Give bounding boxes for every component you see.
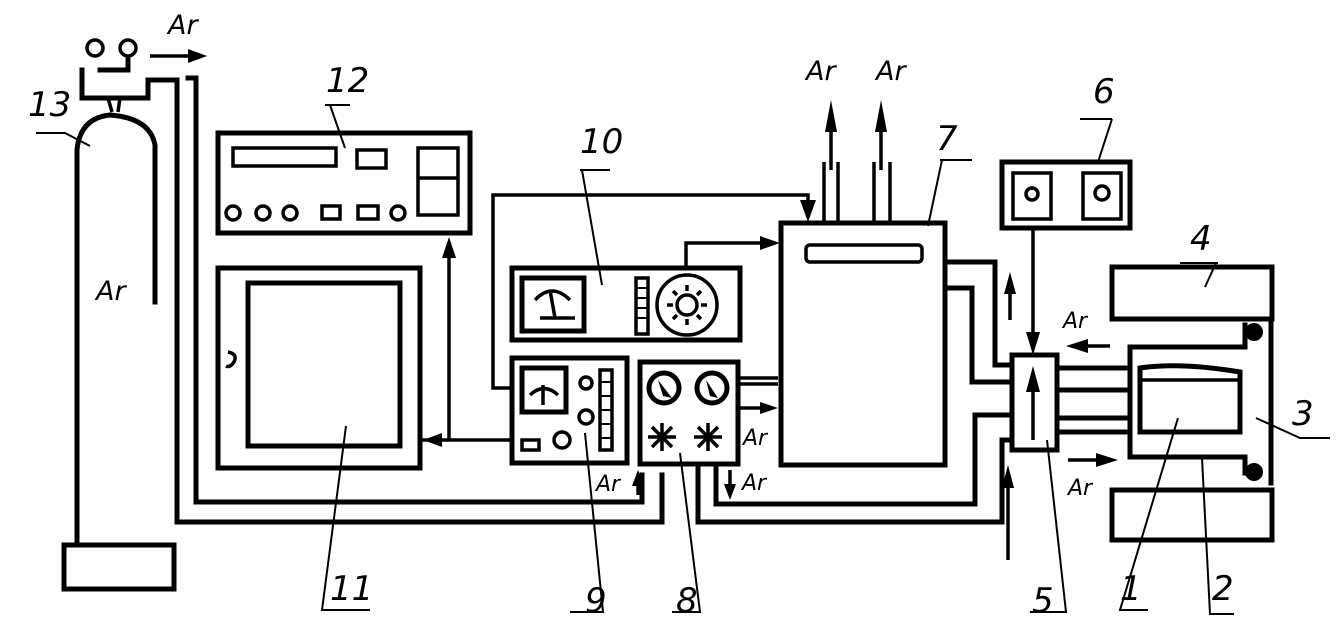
gas-label-panel8-right: Ar bbox=[741, 426, 769, 451]
gas-flow-panel bbox=[637, 359, 741, 467]
arrow-head bbox=[632, 470, 644, 486]
gas-line-8-5-outer bbox=[695, 437, 1015, 525]
label-3: 3 bbox=[1292, 394, 1314, 434]
label-6: 6 bbox=[1093, 72, 1115, 112]
heater-coil bbox=[1109, 264, 1275, 543]
leader-11 bbox=[320, 425, 370, 611]
arrow-head bbox=[875, 100, 887, 132]
gas-line-8-7a bbox=[738, 376, 778, 386]
control-unit bbox=[509, 265, 743, 343]
label-9: 9 bbox=[585, 581, 607, 621]
gas-line-inner bbox=[185, 75, 645, 505]
switch-unit bbox=[999, 159, 1133, 231]
leader-3 bbox=[1255, 417, 1330, 439]
display-monitor bbox=[215, 265, 423, 471]
line-7-5-a bbox=[942, 259, 1015, 368]
arrow-head bbox=[1026, 332, 1040, 355]
sample bbox=[1137, 363, 1243, 435]
leader-6 bbox=[1080, 118, 1113, 163]
arrow-head bbox=[760, 236, 780, 250]
leader-4 bbox=[1180, 262, 1218, 288]
arrow-head bbox=[1096, 453, 1118, 467]
line-7-5-b bbox=[942, 285, 1015, 385]
leader-9 bbox=[570, 432, 605, 613]
recorder bbox=[215, 130, 473, 236]
gas-label-cylinder-out: Ar bbox=[166, 10, 199, 41]
leader-8 bbox=[672, 452, 702, 613]
label-4: 4 bbox=[1190, 219, 1212, 259]
gas-label-panel9-up: Ar bbox=[594, 472, 622, 497]
valve-block bbox=[1009, 352, 1060, 453]
arrow-head bbox=[760, 402, 778, 414]
main-unit bbox=[778, 162, 948, 468]
leader-13 bbox=[36, 132, 91, 147]
label-12: 12 bbox=[326, 61, 369, 101]
arrow-head bbox=[1002, 465, 1014, 488]
arrow-head bbox=[724, 484, 736, 500]
label-5: 5 bbox=[1032, 581, 1054, 621]
signal-line-10-7 bbox=[684, 241, 768, 268]
leader-1 bbox=[1118, 417, 1179, 611]
gas-line-8-5-inner bbox=[713, 412, 1015, 507]
exhaust-arrows bbox=[829, 115, 883, 170]
argon-cylinder bbox=[61, 38, 177, 592]
gas-label-cylinder-body: Ar bbox=[94, 276, 127, 307]
meter-panel bbox=[509, 355, 630, 466]
arrow-head bbox=[1004, 272, 1016, 294]
lines-5-chamber bbox=[1054, 365, 1133, 435]
arrow-head bbox=[1066, 339, 1088, 353]
gas-label-panel8-down: Ar bbox=[740, 471, 768, 496]
leader-10 bbox=[580, 169, 610, 286]
arrow-head bbox=[423, 433, 442, 447]
label-1: 1 bbox=[1120, 569, 1142, 609]
label-13: 13 bbox=[28, 85, 71, 125]
coil-turn-bottom bbox=[1245, 463, 1263, 481]
label-10: 10 bbox=[580, 122, 623, 162]
gas-label-chamber-in-top: Ar bbox=[1061, 309, 1089, 334]
gas-label-chamber-in-bottom: Ar bbox=[1066, 476, 1094, 501]
gas-line-outer bbox=[157, 77, 665, 525]
leader-2 bbox=[1201, 457, 1234, 615]
gas-label-exhaust-1: Ar bbox=[804, 56, 837, 87]
coil-turn-top bbox=[1245, 323, 1263, 341]
label-2: 2 bbox=[1212, 569, 1234, 609]
arrow-head bbox=[825, 100, 837, 132]
arrow-head bbox=[800, 200, 816, 222]
arrow-head bbox=[188, 49, 207, 63]
label-7: 7 bbox=[936, 119, 958, 159]
leader-12 bbox=[325, 104, 350, 149]
label-11: 11 bbox=[330, 569, 373, 609]
arrow-head bbox=[442, 237, 456, 258]
leader-5 bbox=[1030, 439, 1068, 613]
chamber bbox=[1127, 320, 1274, 486]
leader-7 bbox=[927, 159, 972, 227]
gas-label-exhaust-2: Ar bbox=[874, 56, 907, 87]
label-8: 8 bbox=[676, 581, 698, 621]
